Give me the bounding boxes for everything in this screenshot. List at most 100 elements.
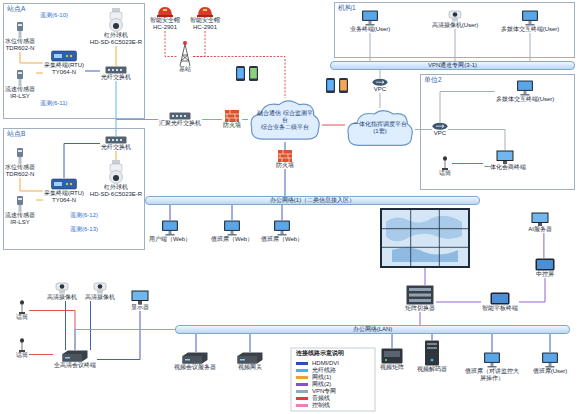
monitor-icon	[531, 212, 549, 226]
connector	[20, 178, 43, 191]
connector	[202, 119, 222, 120]
connector	[64, 144, 100, 179]
connector	[282, 205, 283, 220]
node-label: HD-SD-6C5023E-R	[89, 39, 143, 46]
node-label: 视频网关	[237, 364, 263, 371]
consult-terminal: 一体化会商终端	[483, 150, 527, 171]
node-label: 全高清会议终端	[53, 362, 97, 369]
connector	[20, 52, 43, 63]
dome-icon	[107, 8, 125, 32]
workstation: 值班席（对讲监控大屏操作）	[464, 352, 520, 382]
box-icon	[182, 352, 208, 364]
pc-icon	[516, 80, 534, 96]
node-label: HD-SD-6C5023E-R	[89, 191, 143, 198]
rtu-icon	[51, 50, 77, 62]
connector	[322, 125, 345, 126]
node-label: TDR602-N	[5, 45, 36, 52]
legend-text: 控制线	[311, 402, 331, 409]
node-label: 智能安全帽	[149, 17, 181, 24]
node-label: 业务终端(User)	[349, 26, 392, 33]
mic-icon	[18, 300, 26, 314]
matrix-switcher: 矩阵切换器	[404, 285, 436, 312]
connector	[519, 278, 545, 302]
core-switch: 汇聚光纤交换机	[158, 112, 202, 127]
region-title: 单位2	[423, 76, 443, 84]
dome-icon	[107, 160, 125, 184]
vpc-router: VPC	[372, 78, 388, 93]
tower-icon	[177, 40, 193, 66]
node-label: 值班席(User)	[532, 368, 569, 375]
connector	[90, 301, 91, 350]
rack-icon	[406, 285, 434, 305]
connector	[432, 334, 433, 340]
platform-label: 融合通信 综合监测平台	[255, 110, 315, 124]
box2-icon	[381, 348, 403, 364]
workstation: 多媒体交互终端(User)	[495, 80, 556, 103]
router-icon	[432, 122, 448, 130]
site-region: 机构1业务终端(User)高清摄像机(User)多媒体交互终端(User)	[334, 2, 575, 58]
node-label: TY064-N	[51, 69, 77, 76]
hd-camera: 高清摄像机	[46, 282, 78, 301]
node-label: 矩阵切换器	[404, 305, 436, 312]
connector	[116, 46, 117, 66]
connector	[250, 334, 251, 352]
node-label: 显示器	[130, 304, 150, 311]
connector	[232, 205, 233, 220]
callout-label: 遥测(6-10)	[40, 12, 68, 19]
connector	[97, 311, 140, 360]
connector	[170, 205, 171, 220]
switch-icon	[105, 136, 127, 144]
connector	[36, 73, 43, 74]
connector	[415, 129, 432, 130]
node-label: 红外球机	[103, 184, 129, 191]
server-icon	[424, 340, 440, 366]
router-icon	[372, 78, 388, 86]
node-label: VPC	[373, 86, 387, 93]
connector	[392, 334, 393, 348]
conference-terminal: 全高清会议终端	[53, 350, 97, 369]
connector	[75, 330, 175, 351]
connector	[452, 163, 483, 164]
connector	[242, 119, 248, 120]
firewall: 防火墙	[275, 150, 295, 169]
node-label: 视频解码器	[416, 366, 448, 373]
node-label: TDR602-N	[5, 171, 36, 178]
node-label: 流速传感器	[4, 212, 36, 219]
video-gateway: 视频网关	[237, 352, 263, 371]
hd-camera: 高清摄像机(User)	[431, 10, 480, 29]
switch-icon	[105, 66, 127, 74]
node-label: 防火墙	[222, 122, 242, 129]
legend-swatch	[296, 390, 308, 393]
hd-camera: 高清摄像机	[84, 282, 116, 301]
connector	[380, 70, 381, 78]
connector	[370, 33, 371, 61]
legend-row: 光纤线路	[296, 367, 337, 374]
station-region: 站点A水位传感器TDR602-N流速传感器IR-LSY采集终端(RTU)TY06…	[3, 3, 145, 119]
node-label: AI服务器	[527, 226, 553, 233]
base-station: 基站	[177, 40, 193, 73]
platform-label: 综合业务二级平台	[260, 124, 310, 131]
tablet-terminal: 智能平板终端	[481, 292, 519, 312]
legend-swatch	[296, 383, 308, 386]
node-label: 值班席（Web）	[260, 236, 304, 243]
node-label: IR-LSY	[9, 93, 30, 100]
platform-cloud: 融合通信 综合监测平台综合业务二级平台	[248, 98, 322, 142]
pc-icon	[161, 220, 179, 236]
callout-label: 遥测(6-13)	[70, 226, 98, 233]
control-panel: 中控屏	[535, 258, 555, 278]
node-label: 基站	[178, 66, 192, 73]
sensor-icon	[15, 148, 25, 164]
node-label: 汇聚光纤交换机	[158, 120, 202, 127]
pc-icon	[541, 352, 559, 368]
node-label: 话筒	[15, 314, 29, 321]
connector	[455, 29, 456, 61]
connector	[448, 130, 505, 151]
pc-icon	[361, 10, 379, 26]
connector	[196, 334, 197, 352]
display: 显示器	[130, 290, 150, 311]
camera-icon	[446, 10, 464, 22]
video-matrix: 视频矩阵	[379, 348, 405, 371]
connector	[530, 33, 531, 61]
conference-server: 视频会议服务器	[173, 352, 217, 371]
